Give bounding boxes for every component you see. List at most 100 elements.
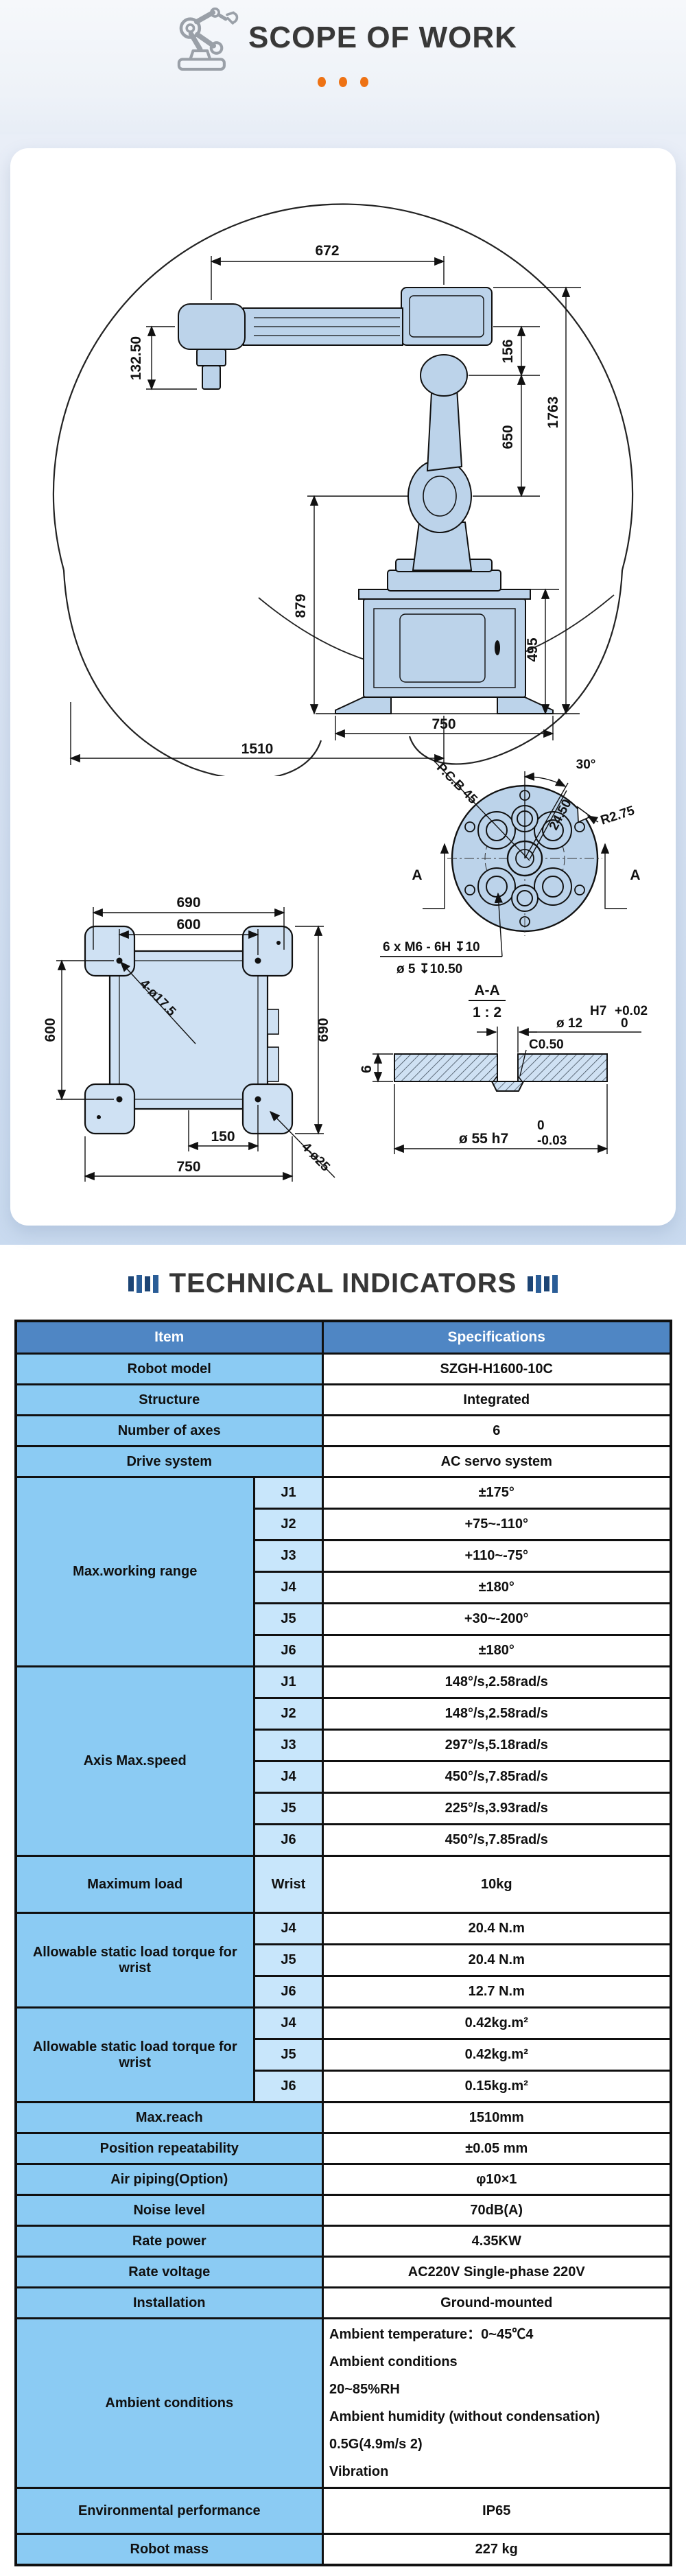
base-plate-drawing: 690 600 600 690 150 750 4-ø17.5 4-ø25 bbox=[43, 895, 335, 1182]
sub-item-cell: J6 bbox=[253, 1823, 324, 1857]
item-cell: Air piping(Option) bbox=[14, 2163, 324, 2196]
hole-tol-upper: +0.02 bbox=[615, 1004, 648, 1018]
item-cell: Drive system bbox=[14, 1445, 324, 1478]
item-cell: Installation bbox=[14, 2286, 324, 2319]
section-aa-drawing: A-A 1 : 2 6 ø 12 H7 +0.02 0 C0.50 ø 55 h… bbox=[359, 983, 648, 1154]
item-cell: Robot model bbox=[14, 1353, 324, 1385]
spec-cell: 450°/s,7.85rad/s bbox=[322, 1823, 672, 1857]
section-dim-lines bbox=[372, 1000, 641, 1154]
sub-item-cell: J1 bbox=[253, 1665, 324, 1699]
spec-cell: 148°/s,2.58rad/s bbox=[322, 1697, 672, 1731]
spec-cell: 4.35KW bbox=[322, 2225, 672, 2258]
spec-line: Ambient humidity (without condensation) bbox=[329, 2409, 600, 2424]
dim-1763: 1763 bbox=[545, 397, 561, 429]
scope-title: SCOPE OF WORK bbox=[248, 21, 517, 54]
spec-cell: +75~-110° bbox=[322, 1508, 672, 1541]
spec-cell: IP65 bbox=[322, 2487, 672, 2535]
section-scale: 1 : 2 bbox=[473, 1005, 501, 1020]
spec-cell: 450°/s,7.85rad/s bbox=[322, 1760, 672, 1794]
sub-item-cell: J4 bbox=[253, 1760, 324, 1794]
spec-cell: ±180° bbox=[322, 1571, 672, 1604]
sub-item-cell: Wrist bbox=[253, 1855, 324, 1914]
wrist-flange-drawing: P.C.B 45 30° 24.50 R2.75 A A 6 x M6 - 6H… bbox=[380, 758, 641, 976]
spec-cell: 0.42kg.m² bbox=[322, 2038, 672, 2072]
holes-25-label: 4-ø25 bbox=[298, 1140, 333, 1175]
table-row: J3+110~-75° bbox=[16, 1539, 672, 1573]
spec-cell: +30~-200° bbox=[322, 1602, 672, 1636]
dot bbox=[339, 77, 347, 87]
sub-item-cell: J4 bbox=[253, 1571, 324, 1604]
shaft-tol-upper: 0 bbox=[537, 1119, 545, 1133]
table-row: Position repeatability±0.05 mm bbox=[14, 2132, 672, 2165]
spec-cell: 6 bbox=[322, 1414, 672, 1447]
dimension-lines bbox=[69, 256, 581, 765]
angle-30-label: 30° bbox=[576, 758, 596, 772]
table-row: J5+30~-200° bbox=[16, 1602, 672, 1636]
spec-cell: 10kg bbox=[322, 1855, 672, 1914]
spec-cell: Integrated bbox=[322, 1383, 672, 1416]
item-cell: Maximum load bbox=[14, 1855, 255, 1914]
spec-cell: 148°/s,2.58rad/s bbox=[322, 1665, 672, 1699]
drawings-card: 672 132.50 156 650 1763 879 495 750 1510 bbox=[10, 148, 676, 1226]
dim-156: 156 bbox=[500, 339, 516, 363]
dim-750: 750 bbox=[176, 1159, 200, 1175]
sub-item-cell: J5 bbox=[253, 1792, 324, 1825]
sub-item-cell: J3 bbox=[253, 1539, 324, 1573]
base-plate-geometry bbox=[84, 925, 294, 1135]
spec-cell: 70dB(A) bbox=[322, 2194, 672, 2227]
item-cell: Max.reach bbox=[14, 2101, 324, 2134]
table-row: J6±180° bbox=[16, 1634, 672, 1667]
spec-cell: 0.42kg.m² bbox=[322, 2006, 672, 2040]
dim-600-left: 600 bbox=[43, 1018, 58, 1042]
dim-690-top: 690 bbox=[176, 895, 200, 911]
hole-tol-lower: 0 bbox=[621, 1016, 628, 1031]
sub-item-cell: J5 bbox=[253, 1943, 324, 1977]
spec-cell: 1510mm bbox=[322, 2101, 672, 2134]
item-cell: Allowable static load torque for wrist bbox=[14, 2006, 255, 2103]
spec-cell: +110~-75° bbox=[322, 1539, 672, 1573]
item-cell: Ambient conditions bbox=[14, 2317, 324, 2489]
spec-cell: SZGH-H1600-10C bbox=[322, 1353, 672, 1385]
spec-cell: ±175° bbox=[322, 1476, 672, 1510]
dim-750: 750 bbox=[431, 716, 456, 732]
technical-indicators-section: TECHNICAL INDICATORS Item Specifications… bbox=[0, 1245, 686, 2576]
drawings-section: 672 132.50 156 650 1763 879 495 750 1510 bbox=[0, 134, 686, 1245]
dot bbox=[318, 77, 326, 87]
spec-cell: Ground-mounted bbox=[322, 2286, 672, 2319]
sub-item-cell: J2 bbox=[253, 1697, 324, 1731]
technical-indicators-header: TECHNICAL INDICATORS bbox=[0, 1268, 686, 1299]
section-geometry bbox=[394, 1053, 608, 1092]
section-title: A-A bbox=[474, 983, 499, 998]
chamfer-label: C0.50 bbox=[529, 1038, 564, 1052]
item-cell: Number of axes bbox=[14, 1414, 324, 1447]
spec-cell: 225°/s,3.93rad/s bbox=[322, 1792, 672, 1825]
sub-item-cell: J6 bbox=[253, 1634, 324, 1667]
spec-line: Ambient conditions bbox=[329, 2354, 458, 2369]
hole-fit: H7 bbox=[590, 1004, 606, 1018]
section-marker-a-right: A bbox=[630, 867, 640, 883]
spec-cell: ±180° bbox=[322, 1634, 672, 1667]
item-header: Item bbox=[14, 1320, 324, 1355]
scope-of-work-section: SCOPE OF WORK bbox=[0, 0, 686, 134]
spec-line: Vibration bbox=[329, 2464, 389, 2479]
dim-879: 879 bbox=[293, 594, 309, 618]
sub-item-cell: J4 bbox=[253, 2006, 324, 2040]
sub-item-cell: J5 bbox=[253, 2038, 324, 2072]
dot bbox=[360, 77, 368, 87]
hole-diameter: ø 12 bbox=[556, 1016, 582, 1031]
pcd-label: P.C.B 45 bbox=[434, 760, 480, 807]
dim-132-50: 132.50 bbox=[128, 336, 144, 380]
